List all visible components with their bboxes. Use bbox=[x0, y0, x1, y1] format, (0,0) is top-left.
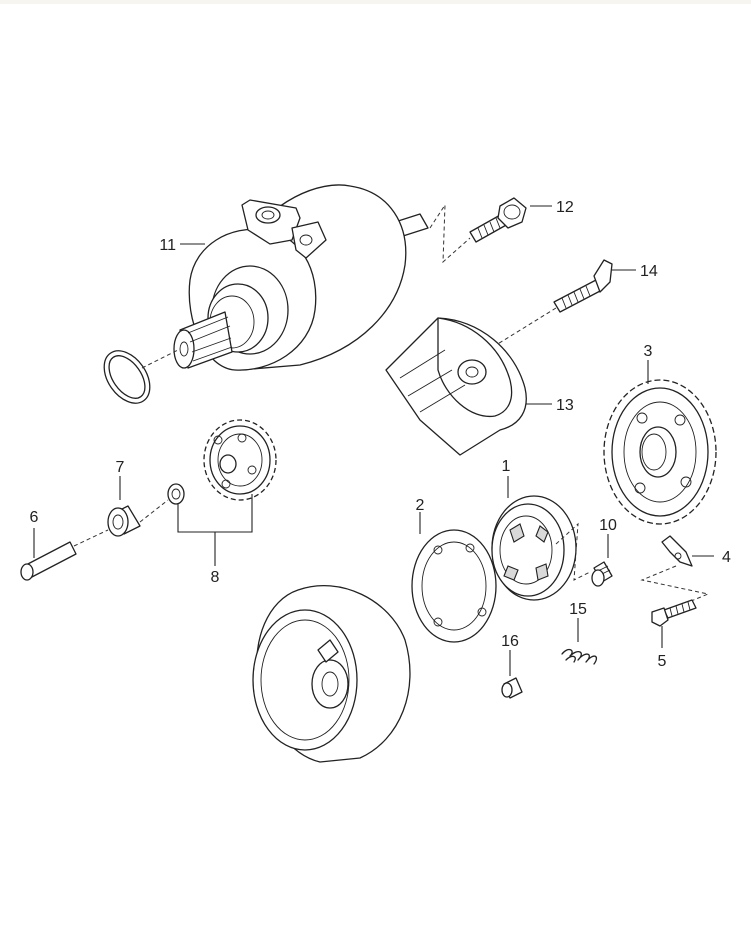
callout-14: 14 bbox=[640, 263, 658, 280]
freewheel-clutch-1 bbox=[491, 495, 577, 601]
intermediate-gear-8 bbox=[167, 419, 277, 505]
gasket-2 bbox=[411, 529, 497, 643]
ring-gear-3 bbox=[603, 379, 717, 525]
shaft-6 bbox=[20, 541, 77, 581]
callout-13: 13 bbox=[556, 397, 574, 414]
o-ring bbox=[103, 350, 151, 404]
bolt-10 bbox=[591, 561, 613, 587]
bolt-12 bbox=[469, 197, 527, 243]
callout-1: 1 bbox=[502, 458, 511, 475]
bushing-7 bbox=[107, 505, 141, 537]
bolt-5 bbox=[651, 599, 697, 627]
callout-11: 11 bbox=[159, 237, 176, 254]
callout-7: 7 bbox=[116, 459, 125, 476]
callout-10: 10 bbox=[599, 517, 617, 534]
lever-plate-4 bbox=[661, 535, 693, 567]
starter-motor bbox=[173, 184, 429, 371]
callout-5: 5 bbox=[658, 653, 667, 670]
callout-4: 4 bbox=[722, 549, 731, 566]
flywheel bbox=[252, 585, 411, 763]
callout-15: 15 bbox=[569, 601, 587, 618]
pin-16 bbox=[501, 677, 523, 699]
spring-15 bbox=[561, 648, 598, 665]
callout-3: 3 bbox=[644, 343, 653, 360]
callout-8: 8 bbox=[211, 569, 220, 586]
cover-13 bbox=[385, 317, 527, 456]
callout-2: 2 bbox=[416, 497, 425, 514]
callout-16: 16 bbox=[501, 633, 519, 650]
callout-6: 6 bbox=[30, 509, 39, 526]
callout-labels: 1 2 3 4 5 6 7 8 10 11 12 13 14 15 16 bbox=[30, 199, 731, 670]
top-band bbox=[0, 0, 751, 4]
callout-12: 12 bbox=[556, 199, 574, 216]
leader-lines bbox=[33, 205, 714, 676]
screw-14 bbox=[553, 259, 613, 313]
